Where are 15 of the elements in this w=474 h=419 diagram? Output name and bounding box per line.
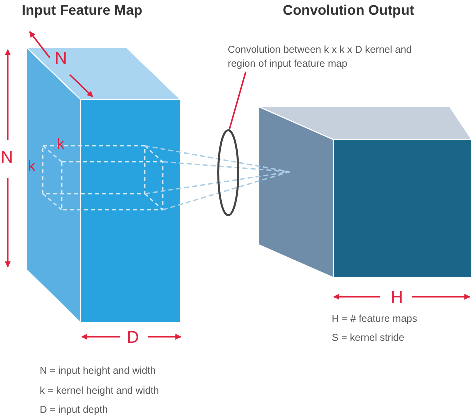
- legend-note: S = kernel stride: [332, 333, 405, 344]
- dimension-label: k: [28, 158, 36, 176]
- legend-note: N = input height and width: [40, 366, 156, 378]
- dimension-label: H: [391, 288, 404, 308]
- callout-text: Convolution between k x k x D kernel and region of input feature map: [228, 44, 418, 71]
- dimension-label: k: [57, 136, 64, 154]
- heading: Input Feature Map: [22, 2, 143, 18]
- dimension-label: N: [1, 148, 14, 168]
- dimension-label: D: [127, 328, 140, 348]
- heading: Convolution Output: [283, 2, 414, 18]
- legend-note: H = # feature maps: [332, 314, 418, 326]
- legend-note: k = kernel height and width: [40, 386, 160, 398]
- leader-line: [228, 72, 247, 130]
- dimension-label: N: [55, 49, 68, 69]
- legend-note: D = input depth: [40, 405, 108, 416]
